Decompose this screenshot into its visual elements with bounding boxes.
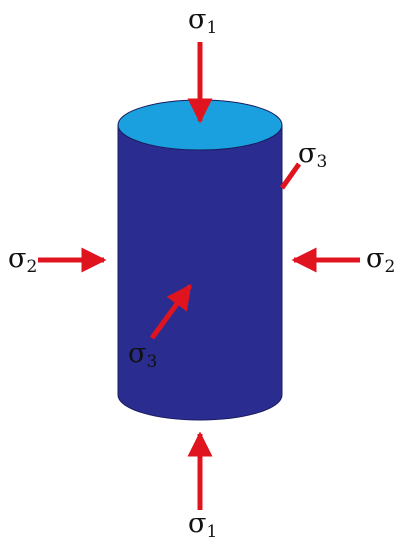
arrow-sigma3-right xyxy=(279,162,302,190)
cylinder-body xyxy=(117,124,283,421)
label-sigma3-front: σ3 xyxy=(128,338,157,372)
arrow-sigma3-front xyxy=(149,283,193,340)
label-sigma2-left: σ2 xyxy=(8,243,37,277)
label-sigma1-top: σ1 xyxy=(188,4,217,38)
label-sigma3-right: σ3 xyxy=(298,138,327,172)
label-sigma2-right: σ2 xyxy=(366,243,395,277)
stress-arrows xyxy=(38,42,360,510)
cylinder-specimen xyxy=(117,99,283,421)
label-sigma1-bottom: σ1 xyxy=(188,508,217,542)
stress-labels: σ1 σ1 σ2 σ2 σ3 σ3 xyxy=(8,4,395,542)
